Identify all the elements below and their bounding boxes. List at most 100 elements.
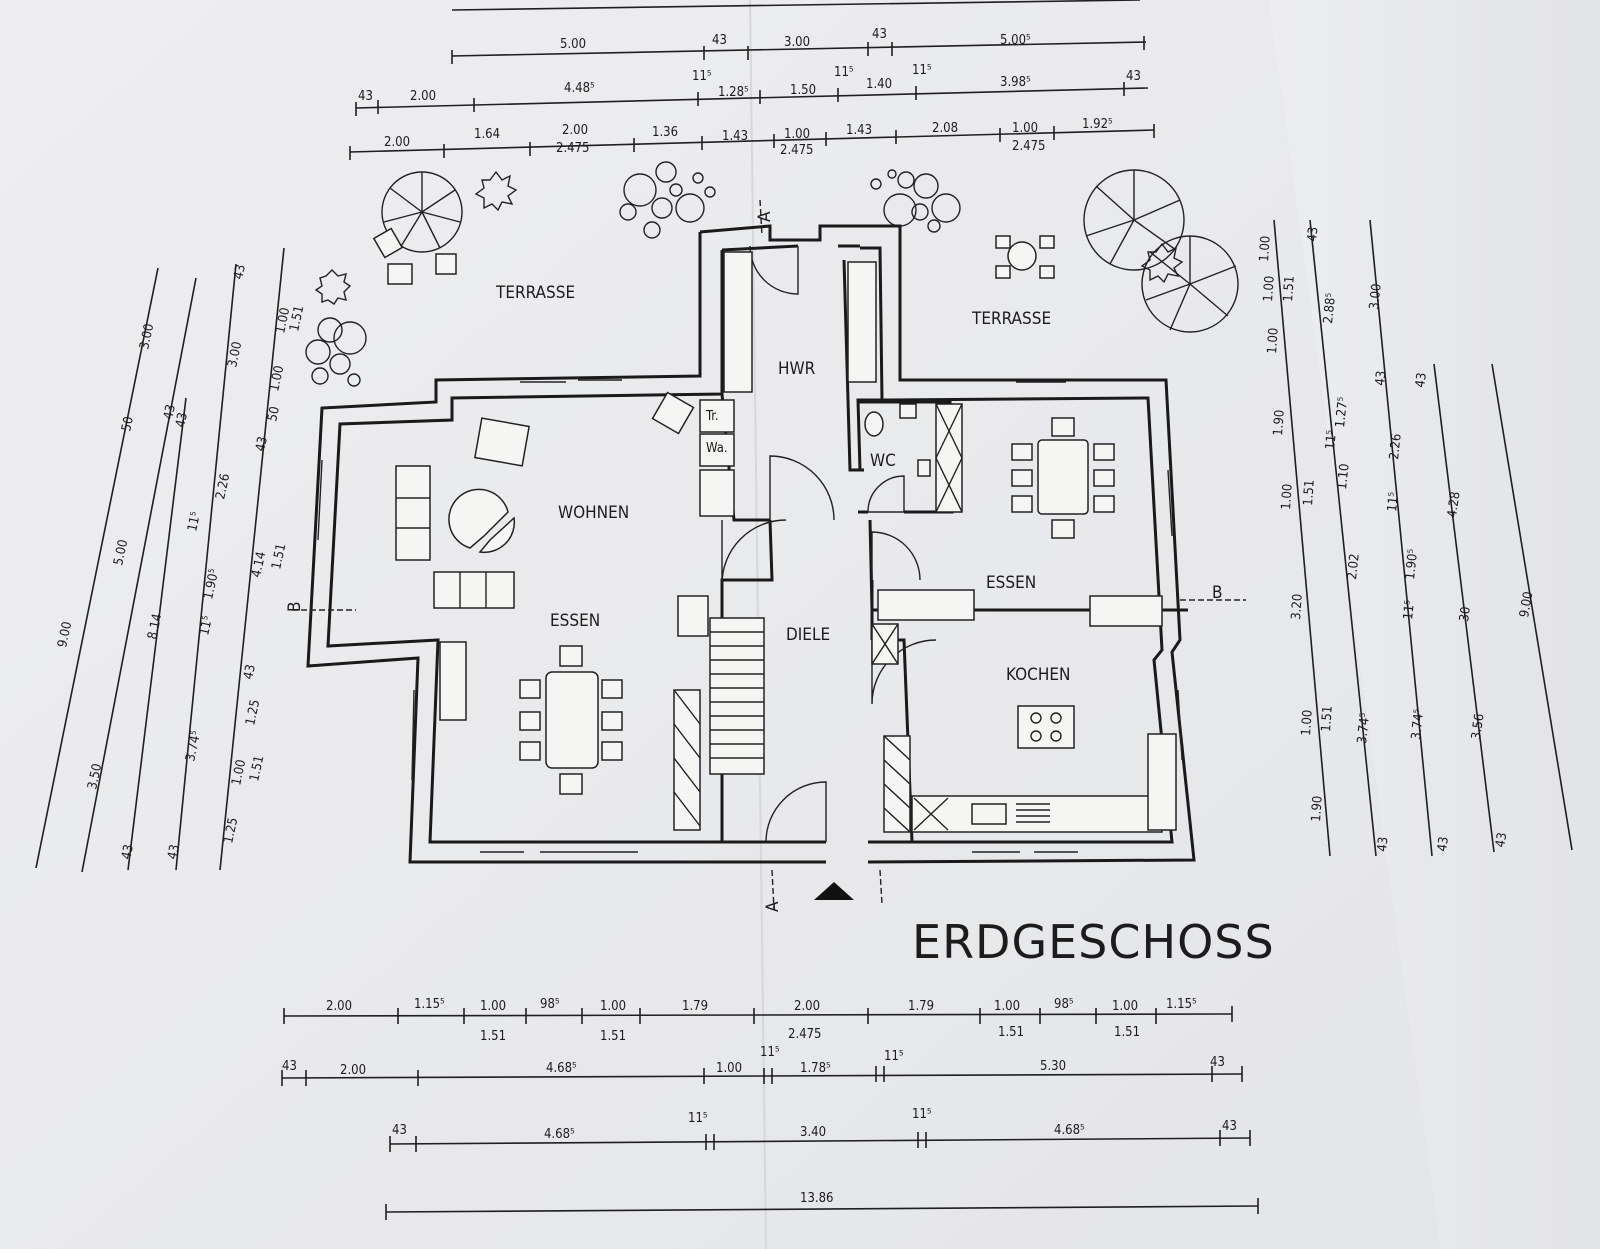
dim-label: 1.64 <box>474 127 500 142</box>
dim-label: 98⁵ <box>540 997 560 1012</box>
dim-label: 43 <box>872 27 887 42</box>
dim-label: 4.68⁵ <box>546 1061 577 1076</box>
dim-label: 1.10 <box>1335 463 1353 490</box>
dim-label: 1.78⁵ <box>800 1061 831 1076</box>
dim-label: 1.00 <box>1299 709 1316 736</box>
dim-label: 2.00 <box>794 999 820 1014</box>
interior-furniture <box>395 251 1177 833</box>
dim-label: 9.00 <box>55 620 75 649</box>
dim-label: 1.79 <box>682 999 708 1014</box>
dim-label: 98⁵ <box>1054 997 1074 1012</box>
entrance-arrow-icon <box>814 882 854 900</box>
dim-label: 1.51 <box>480 1029 506 1044</box>
dim-label: 5.00 <box>560 37 586 52</box>
dim-label: 1.90 <box>1271 409 1288 436</box>
drawing-title: ERDGESCHOSS <box>912 915 1275 969</box>
dim-label: 1.36 <box>652 125 678 140</box>
dim-label: 3.00 <box>784 35 810 50</box>
section-mark-b-right: B <box>1212 583 1223 603</box>
dim-label: 3.00 <box>137 322 157 351</box>
dim-label: 43 <box>253 435 271 453</box>
dim-label: 43 <box>1435 836 1452 853</box>
dim-label: 13.86 <box>800 1191 833 1206</box>
dim-label: 1.40 <box>866 77 892 92</box>
dim-label: 1.00 <box>480 999 506 1014</box>
room-label-wc: WC <box>870 451 896 471</box>
dim-label: 2.26 <box>1387 433 1405 460</box>
room-label-wa: Wa. <box>706 441 728 456</box>
room-label-terrasse-right: TERRASSE <box>971 309 1051 329</box>
dim-label: 2.475 <box>780 143 813 158</box>
dim-label: 1.00 <box>1261 275 1278 302</box>
dim-label: 4.14 <box>249 550 269 579</box>
dim-label: 2.00 <box>326 999 352 1014</box>
terrace-left-furniture <box>305 161 716 387</box>
dim-label: 2.00 <box>562 123 588 138</box>
dim-label: 2.00 <box>410 89 436 104</box>
dim-label: 1.90⁵ <box>201 567 222 600</box>
dim-label: 2.08 <box>932 121 958 136</box>
section-markers <box>292 199 1246 911</box>
dim-label: 11⁵ <box>760 1045 780 1060</box>
room-label-diele: DIELE <box>786 625 830 645</box>
dim-label: 1.51 <box>1281 275 1298 302</box>
dim-label: 43 <box>1493 831 1510 848</box>
dim-label: 1.51 <box>998 1025 1024 1040</box>
dim-label: 43 <box>161 403 179 421</box>
dim-label: 1.90⁵ <box>1403 548 1421 580</box>
dim-label: 3.00 <box>1367 283 1385 310</box>
dim-label: 4.28 <box>1445 491 1463 519</box>
dim-label: 2.475 <box>788 1027 821 1042</box>
left-dimensions: 9.00 3.50 5.00 50 3.00 43 8.14 43 43 3.7… <box>55 263 307 861</box>
dim-label: 2.475 <box>556 141 589 156</box>
dim-label: 1.00 <box>716 1061 742 1076</box>
dim-label: 2.475 <box>1012 139 1045 154</box>
dim-label: 11⁵ <box>1401 599 1418 620</box>
dim-label: 11⁵ <box>1385 491 1402 512</box>
dim-label: 1.15⁵ <box>1166 997 1197 1012</box>
terrace-right-furniture <box>870 169 1239 333</box>
dim-label: 1.00 <box>1265 327 1282 354</box>
dim-label: 1.28⁵ <box>718 85 749 100</box>
bottom-dimensions: 2.00 1.15⁵ 1.00 1.51 98⁵ 1.00 1.51 1.79 … <box>282 997 1237 1206</box>
dim-label: 11⁵ <box>912 63 932 78</box>
room-labels: TERRASSE TERRASSE HWR WOHNEN ESSEN DIELE… <box>495 283 1070 685</box>
dim-label: 1.51 <box>1319 705 1336 732</box>
dim-label: 1.00 <box>1279 483 1296 510</box>
dim-label: 1.43 <box>722 129 748 144</box>
dim-label: 1.79 <box>908 999 934 1014</box>
dim-label: 4.68⁵ <box>1054 1123 1085 1138</box>
dim-label: 1.00 <box>1012 121 1038 136</box>
dim-label: 3.74⁵ <box>1355 712 1373 744</box>
dim-label: 43 <box>1375 836 1391 852</box>
dim-label: 1.51 <box>269 542 289 571</box>
dim-label: 1.25 <box>221 816 241 845</box>
room-label-essen-right: ESSEN <box>986 573 1036 593</box>
dim-label: 1.00 <box>1112 999 1138 1014</box>
dim-label: 11⁵ <box>1323 429 1340 450</box>
dim-label: 11⁵ <box>197 614 216 637</box>
dim-label: 1.51 <box>1114 1025 1140 1040</box>
room-label-essen-left: ESSEN <box>550 611 600 631</box>
dim-label: 8.14 <box>145 612 165 641</box>
dim-label: 4.48⁵ <box>564 81 595 96</box>
dim-label: 11⁵ <box>692 69 712 84</box>
dim-label: 3.98⁵ <box>1000 75 1031 90</box>
right-dimensions: 1.90 1.00 1.51 3.20 1.00 1.51 1.90 1.00 … <box>1257 226 1536 853</box>
dim-label: 3.00 <box>225 340 245 369</box>
room-label-wohnen: WOHNEN <box>558 503 629 523</box>
dim-label: 1.51 <box>247 754 267 783</box>
dim-label: 1.00 <box>267 364 287 393</box>
dim-label: 3.20 <box>1289 593 1306 620</box>
dim-label: 4.68⁵ <box>544 1127 575 1142</box>
dim-label: 3.50 <box>85 762 105 791</box>
dim-label: 43 <box>282 1059 297 1074</box>
dim-label: 1.50 <box>790 83 816 98</box>
dim-label: 11⁵ <box>688 1111 708 1126</box>
dim-label: 43 <box>1126 69 1141 84</box>
dim-label: 5.00⁵ <box>1000 33 1031 48</box>
dimension-lines <box>35 0 1573 1220</box>
section-labels: A A B B <box>285 211 1223 912</box>
room-label-hwr: HWR <box>778 359 816 379</box>
dim-label: 2.26 <box>213 472 233 501</box>
